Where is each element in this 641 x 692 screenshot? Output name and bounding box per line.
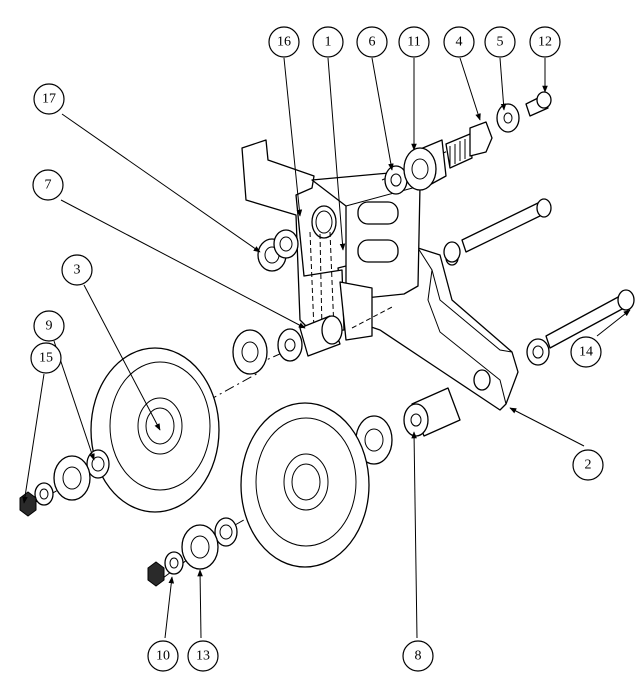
callout-17-label: 17	[42, 92, 56, 107]
washer-5	[496, 103, 520, 133]
callout-7-label: 7	[45, 178, 52, 193]
callout-8: 8	[402, 640, 434, 672]
slotted-block	[241, 139, 421, 341]
callout-12-label: 12	[538, 35, 552, 50]
callout-1-label: 1	[325, 35, 332, 50]
long-bolts	[443, 198, 635, 366]
callout-13-label: 13	[196, 649, 210, 664]
shaft-7	[277, 315, 343, 362]
callout-6-label: 6	[369, 35, 376, 50]
callout-2-label: 2	[585, 458, 592, 473]
callout-13: 13	[187, 640, 219, 672]
callout-4-label: 4	[456, 35, 463, 50]
callout-4: 4	[443, 26, 475, 58]
callout-5: 5	[484, 26, 516, 58]
leader-lines	[22, 57, 631, 639]
callout-10: 10	[147, 640, 179, 672]
callout-9-label: 9	[46, 319, 53, 334]
callout-8-label: 8	[415, 649, 422, 664]
bearing-11	[403, 147, 437, 191]
callout-10-label: 10	[156, 649, 170, 664]
callout-1: 1	[312, 26, 344, 58]
callout-15: 15	[30, 342, 62, 374]
callout-17: 17	[33, 83, 65, 115]
lower-wheel	[147, 387, 461, 587]
callout-16: 16	[268, 26, 300, 58]
callout-14: 14	[570, 336, 602, 368]
callout-2: 2	[572, 449, 604, 481]
callout-6: 6	[356, 26, 388, 58]
callout-9: 9	[33, 310, 65, 342]
lock-washer-17	[257, 229, 299, 272]
callout-3: 3	[61, 254, 93, 286]
callout-7: 7	[32, 169, 64, 201]
callout-5-label: 5	[497, 35, 504, 50]
callout-14-label: 14	[579, 345, 593, 360]
callout-15-label: 15	[39, 351, 53, 366]
callout-12: 12	[529, 26, 561, 58]
callout-3-label: 3	[74, 263, 81, 278]
callout-16-label: 16	[277, 35, 291, 50]
screw-assembly	[384, 91, 552, 195]
callout-11: 11	[398, 26, 430, 58]
callout-11-label: 11	[407, 35, 420, 50]
